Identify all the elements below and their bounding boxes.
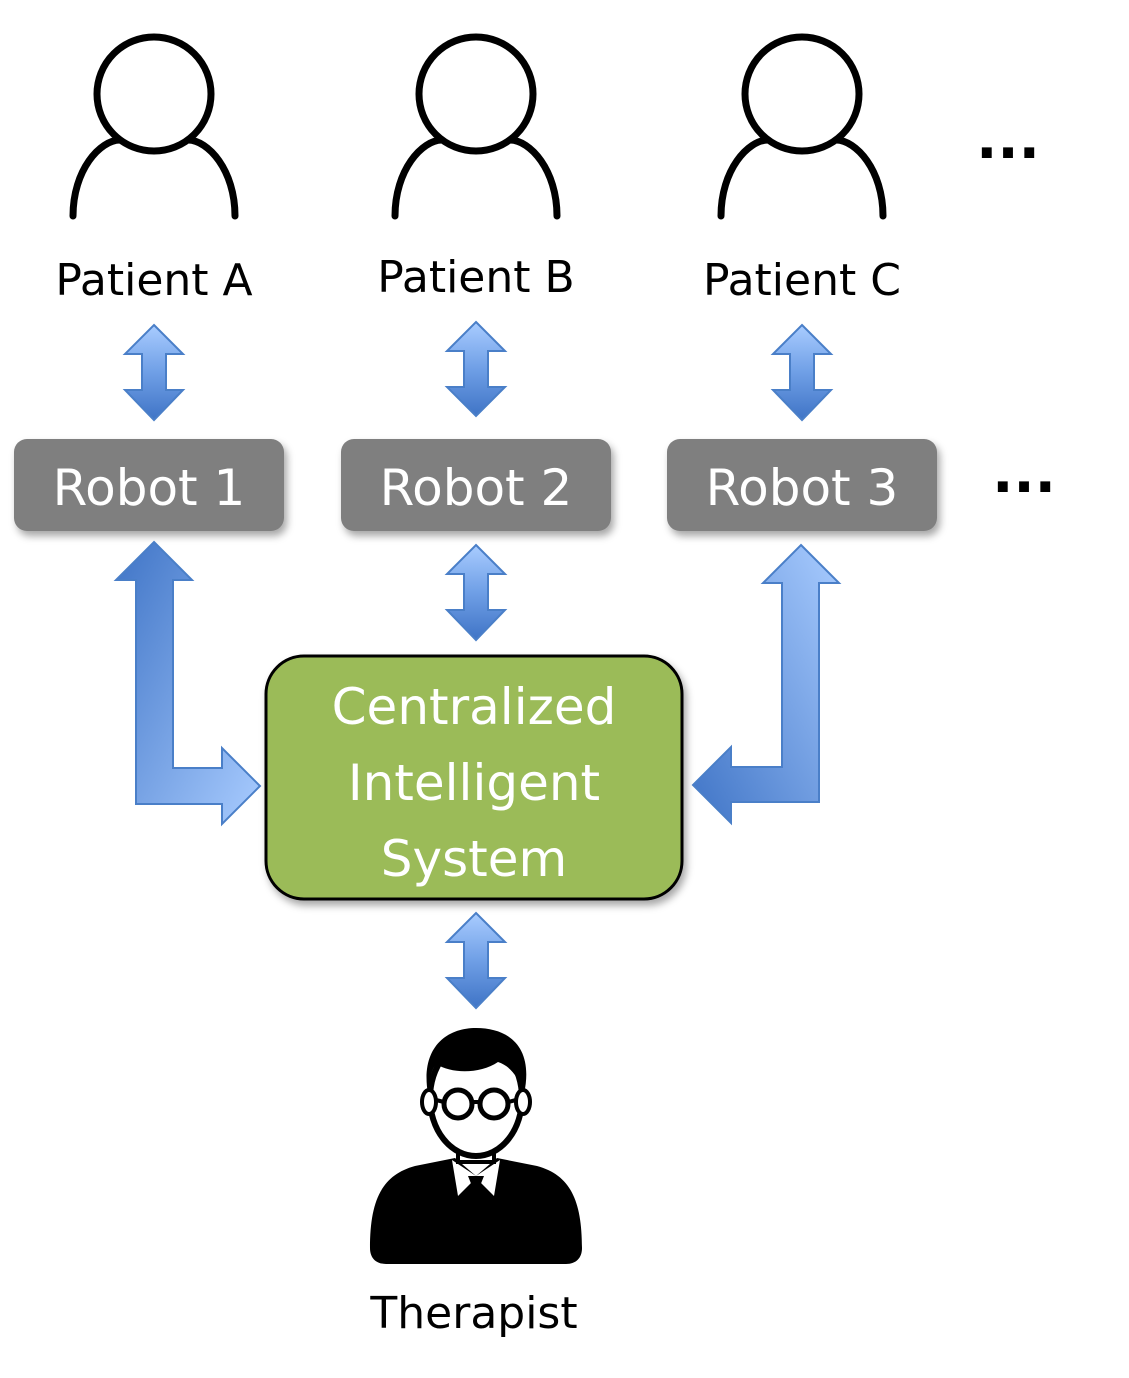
robot-2-label: Robot 2 xyxy=(380,459,573,517)
patients-more-ellipsis: ... xyxy=(976,107,1040,172)
central-label-line-3: System xyxy=(381,830,567,888)
robot-2-box: Robot 2 xyxy=(341,439,611,531)
patient-b-robot-2-arrow xyxy=(444,320,508,418)
robot-2-central-arrow xyxy=(444,543,508,642)
patient-b-person-icon xyxy=(391,33,561,220)
central-label-line-1: Centralized xyxy=(332,678,617,736)
robot-1-box: Robot 1 xyxy=(14,439,284,531)
robot-1-label: Robot 1 xyxy=(53,459,246,517)
patient-a-robot-1-arrow xyxy=(122,323,186,422)
patient-a-person-icon xyxy=(69,33,239,220)
patient-c-robot-3-arrow xyxy=(770,323,834,422)
robot-3-label: Robot 3 xyxy=(706,459,899,517)
robot-3-central-elbow-arrow xyxy=(691,543,842,826)
patient-a-label: Patient A xyxy=(55,255,252,306)
patient-c-label: Patient C xyxy=(703,255,901,306)
central-therapist-arrow xyxy=(444,911,508,1010)
robots-more-ellipsis: ... xyxy=(992,441,1056,506)
therapist-label: Therapist xyxy=(369,1288,577,1339)
central-label-line-2: Intelligent xyxy=(348,754,600,812)
centralized-intelligent-system-box: Centralized Intelligent System xyxy=(264,654,684,901)
robot-1-central-elbow-arrow xyxy=(113,540,262,827)
patient-c-person-icon xyxy=(717,33,887,220)
robot-3-box: Robot 3 xyxy=(667,439,937,531)
therapist-icon xyxy=(370,1028,582,1264)
patient-b-label: Patient B xyxy=(377,252,574,303)
